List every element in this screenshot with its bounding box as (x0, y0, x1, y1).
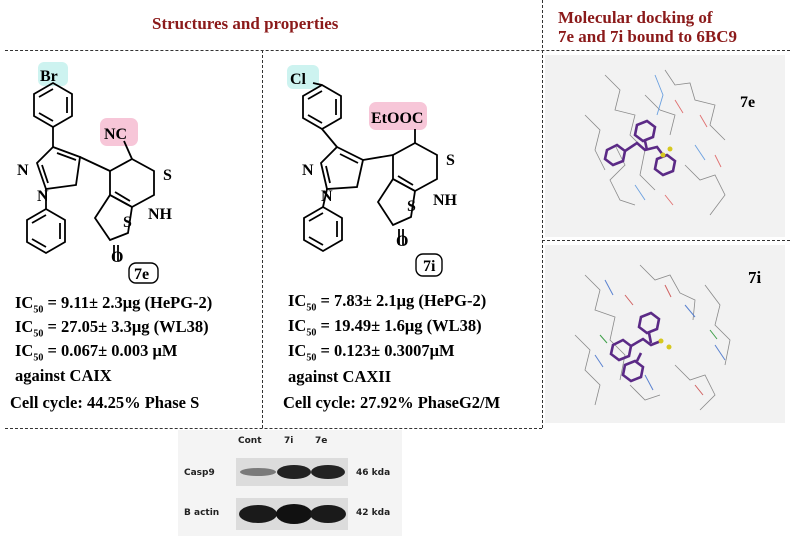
docking-title-line1: Molecular docking of (558, 8, 713, 27)
divider-center (262, 50, 263, 428)
docking-render-7e: 7e (584, 69, 755, 216)
n1-label: N (17, 162, 29, 179)
o-label: O (111, 249, 123, 266)
prop-7e-target: against CAIX (15, 366, 112, 385)
docking-title-line2: 7e and 7i bound to 6BC9 (558, 27, 738, 46)
br-label: Br (40, 68, 58, 85)
cl-label: Cl (290, 71, 307, 88)
prop-7e-ic50-caix: IC50 = 0.067± 0.003 μM (15, 341, 178, 364)
structure-7i: Cl EtOOC S NH S O N N 7i (287, 65, 458, 277)
lane-label-7i: 7i (284, 436, 294, 446)
prop-7e-cell-cycle: Cell cycle: 44.25% Phase S (10, 393, 200, 412)
row-label-casp9: Casp9 (184, 468, 215, 478)
prop-7i-ic50-wl38: IC50 = 19.49± 1.6μg (WL38) (288, 316, 482, 339)
divider-bottom-left (5, 428, 542, 429)
row-size-bactin: 42 kda (356, 508, 391, 518)
band-bactin-7e (310, 505, 346, 523)
label-7i: 7i (423, 258, 436, 275)
blot-bands (236, 458, 348, 530)
label-7e: 7e (134, 266, 149, 283)
s-ring-label: S (163, 167, 172, 184)
docking-image-7e: 7e (545, 55, 785, 237)
nh-label-7i: NH (433, 192, 458, 209)
nc-label: NC (104, 126, 127, 143)
n1-label-7i: N (302, 162, 314, 179)
lane-label-cont: Cont (238, 436, 262, 446)
prop-7e-ic50-hepg2: IC50 = 9.11± 2.3μg (HePG-2) (15, 293, 213, 316)
nh-label: NH (148, 206, 173, 223)
band-bactin-cont (239, 505, 277, 523)
docking-image-7i: 7i (545, 245, 785, 423)
row-label-bactin: B actin (184, 508, 220, 518)
divider-right (542, 0, 543, 428)
etooc-label: EtOOC (371, 110, 423, 127)
s-ring-label-7i: S (446, 152, 455, 169)
western-blot-panel: Cont 7i 7e Casp9 46 kda B actin 42 kda (178, 430, 402, 536)
n2-label-7i: N (321, 188, 333, 205)
prop-7i-ic50-hepg2: IC50 = 7.83± 2.1μg (HePG-2) (288, 291, 487, 314)
structures-title: Structures and properties (152, 14, 339, 33)
prop-7i-cell-cycle: Cell cycle: 27.92% PhaseG2/M (283, 393, 501, 412)
band-casp9-cont (240, 468, 276, 476)
band-bactin-7i (276, 504, 312, 524)
row-size-casp9: 46 kda (356, 468, 391, 478)
lane-label-7e: 7e (315, 436, 328, 446)
structure-7e: Br NC S NH S O N N 7e (17, 62, 173, 284)
n2-label: N (37, 188, 49, 205)
o-label-7i: O (396, 233, 408, 250)
divider-top (5, 50, 790, 51)
s2-label: S (123, 214, 132, 231)
s2-label-7i: S (407, 198, 416, 215)
band-casp9-7i (277, 465, 311, 479)
docking-label-7i: 7i (748, 268, 762, 287)
band-casp9-7e (311, 465, 345, 479)
prop-7e-ic50-wl38: IC50 = 27.05± 3.3μg (WL38) (15, 317, 209, 340)
divider-docking-mid (542, 240, 790, 241)
prop-7i-ic50-caxii: IC50 = 0.123± 0.3007μM (288, 341, 455, 364)
docking-render-7i: 7i (574, 264, 762, 411)
docking-label-7e: 7e (740, 94, 755, 111)
prop-7i-target: against CAXII (288, 367, 392, 386)
